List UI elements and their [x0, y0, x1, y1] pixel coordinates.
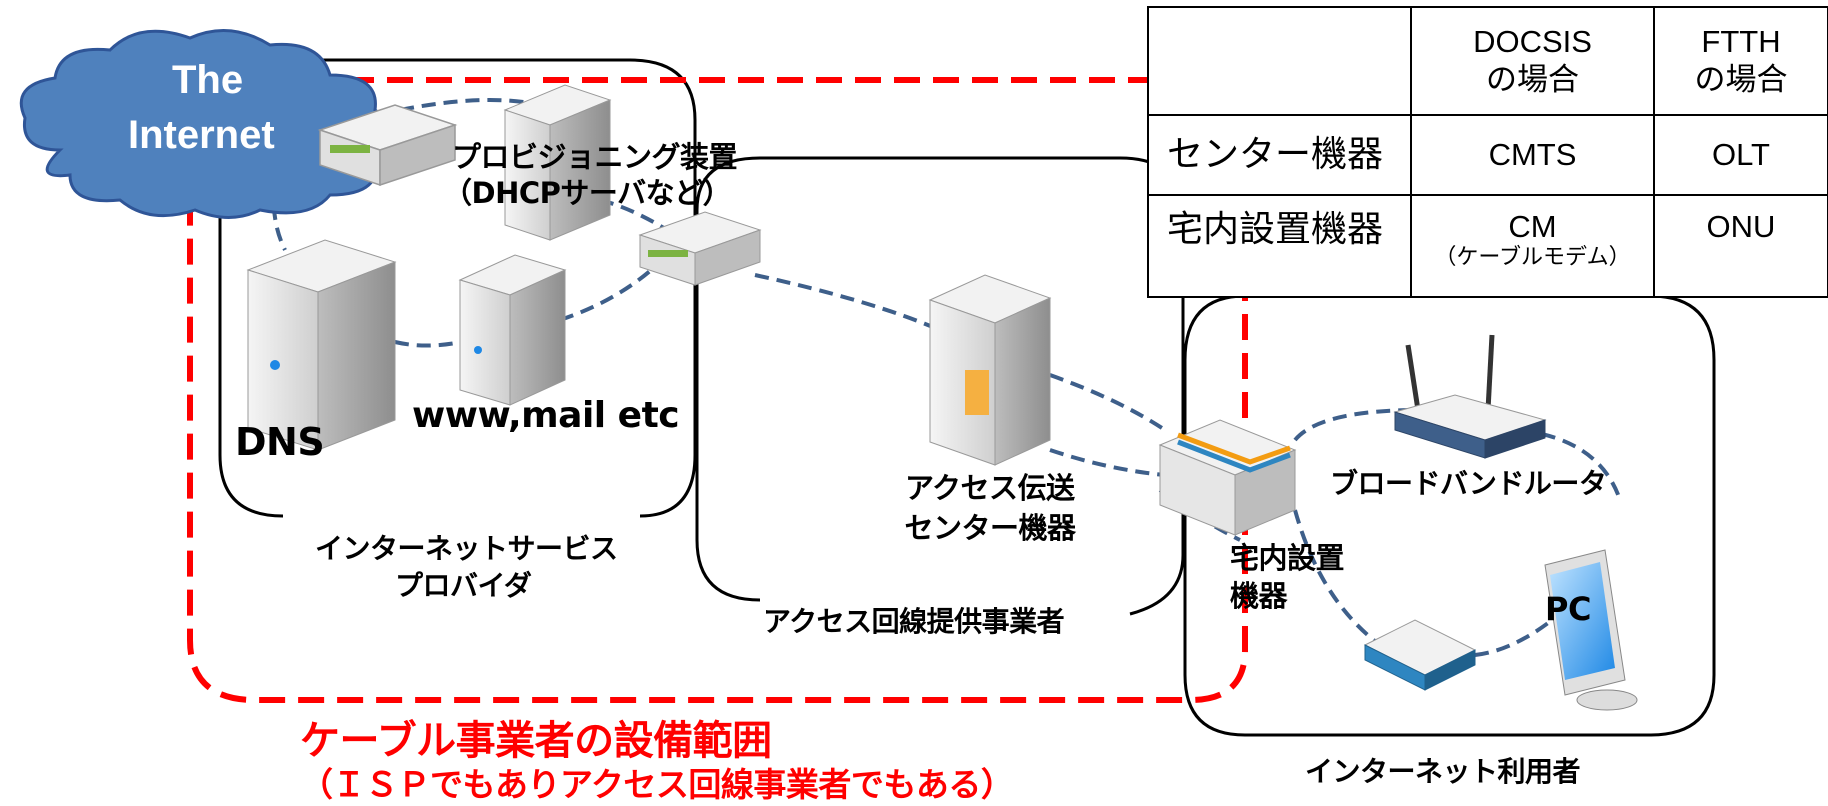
access-center-device-icon [928, 274, 1052, 466]
cloud-label-2: Internet [128, 113, 275, 157]
header-ftth-case: の場合 [1694, 61, 1788, 98]
row-center-device-head: センター機器 [1147, 114, 1412, 196]
table-corner-cell [1147, 6, 1412, 116]
row-center-docsis: CMTS [1410, 114, 1655, 196]
header-docsis-case: の場合 [1486, 61, 1579, 98]
table-header-docsis: DOCSIS の場合 [1410, 6, 1655, 116]
row-home-ftth: ONU [1653, 194, 1828, 298]
router-icon [1393, 334, 1547, 459]
isp-zone-label-1: インターネットサービス [315, 532, 618, 565]
router-label: ブロードバンドルータ [1330, 467, 1607, 500]
access-zone [695, 156, 1185, 616]
home-device-label-2: 機器 [1230, 579, 1288, 613]
row-home-device-head: 宅内設置機器 [1147, 194, 1412, 298]
pc-icon [1544, 549, 1638, 711]
cloud-label-1: The [172, 58, 244, 102]
dns-label: DNS [235, 420, 325, 464]
header-ftth-text: FTTH [1701, 24, 1781, 60]
internet-cloud [19, 28, 392, 219]
equipment-comparison-table: DOCSIS の場合 FTTH の場合 センター機器 CMTS OLT 宅内設置… [1147, 6, 1828, 298]
isp-zone-label-2: プロバイダ [395, 569, 532, 602]
row-home-docsis: CM （ケーブルモデム） [1410, 194, 1655, 298]
access-zone-label: アクセス回線提供事業者 [763, 605, 1065, 638]
www-server-icon [458, 254, 567, 406]
user-zone [1183, 294, 1716, 737]
home-docsis-note: （ケーブルモデム） [1434, 245, 1631, 271]
user-zone-label: インターネット利用者 [1305, 755, 1581, 788]
home-device-label-1: 宅内設置 [1230, 541, 1345, 575]
row-center-ftth: OLT [1653, 114, 1828, 196]
isp-zone [218, 58, 697, 518]
dns-server-icon [246, 239, 397, 451]
header-docsis-text: DOCSIS [1473, 24, 1592, 60]
www-label: www,mail etc [412, 395, 680, 436]
scope-title: ケーブル事業者の設備範囲 [300, 718, 772, 764]
home-docsis-value: CM [1508, 209, 1557, 244]
hub-icon [1363, 619, 1477, 691]
provisioning-label-1: プロビジョニング装置 [452, 140, 738, 174]
provisioning-switch-icon [317, 104, 458, 187]
access-center-label-1: アクセス伝送 [905, 471, 1075, 505]
table-header-ftth: FTTH の場合 [1653, 6, 1828, 116]
home-device-icon [1158, 419, 1297, 536]
provisioning-server-icon [503, 84, 612, 241]
provisioning-label-2: （DHCPサーバなど） [443, 176, 732, 210]
edge-switch-icon [638, 211, 762, 286]
scope-subtitle: （ＩＳＰでもありアクセス回線事業者でもある） [300, 765, 1014, 804]
pc-label: PC [1545, 590, 1591, 628]
access-center-label-2: センター機器 [904, 511, 1077, 545]
